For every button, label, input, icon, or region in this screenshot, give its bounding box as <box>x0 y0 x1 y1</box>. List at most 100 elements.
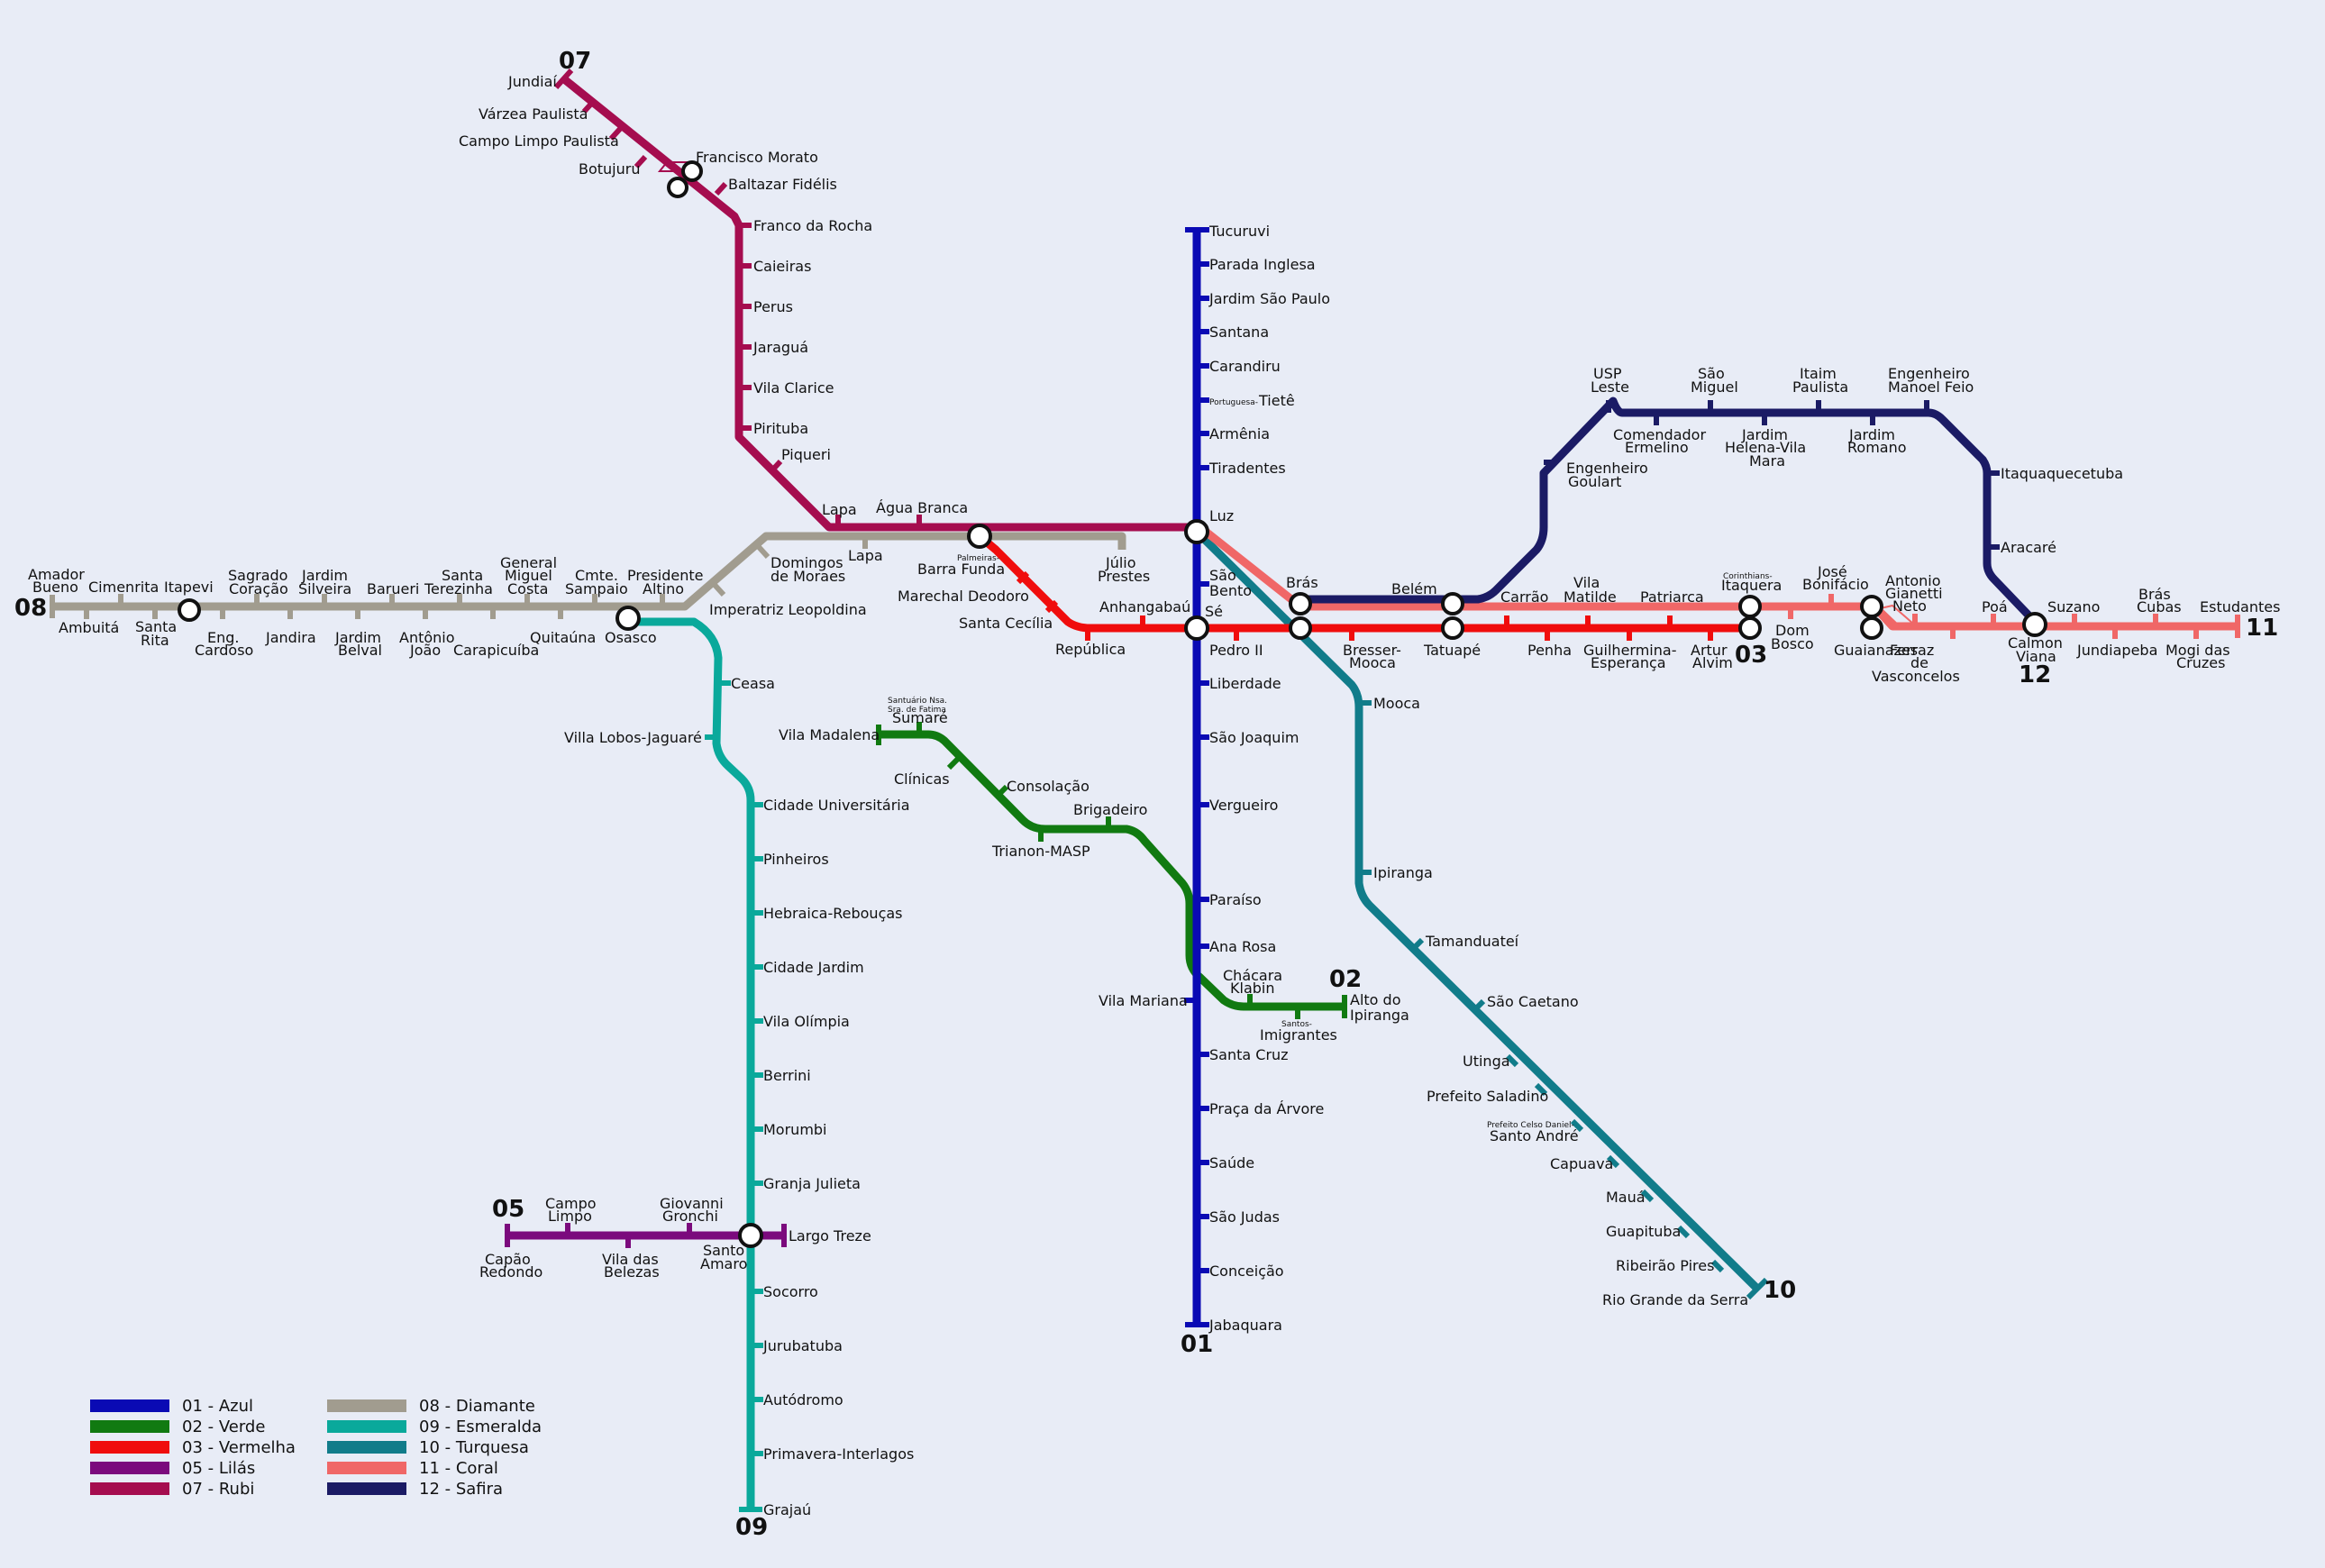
station-label[interactable]: Artur <box>1691 642 1728 659</box>
station-label[interactable]: Botujuru <box>579 160 640 178</box>
station-label[interactable]: Silveira <box>298 580 351 597</box>
station-label[interactable]: Júlio <box>1105 554 1136 571</box>
station-label[interactable]: Santa Cruz <box>1209 1046 1289 1063</box>
station-label[interactable]: Alto do <box>1350 991 1400 1008</box>
station-label[interactable]: Rita <box>141 632 169 649</box>
station-label[interactable]: Paulista <box>1792 378 1848 396</box>
station-label[interactable]: Sampaio <box>565 580 628 597</box>
station-label[interactable]: Santos- <box>1281 1020 1312 1029</box>
station-label[interactable]: Helena-Vila <box>1725 439 1806 456</box>
interchange-francisco-morato[interactable] <box>681 160 703 182</box>
station-label[interactable]: Largo Treze <box>789 1227 871 1244</box>
station-label[interactable]: Campo <box>545 1195 597 1212</box>
interchange-osasco[interactable] <box>615 606 641 631</box>
station-label[interactable]: Lapa <box>848 547 883 564</box>
interchange-guaianazes-bottom[interactable] <box>1860 616 1883 640</box>
station-label[interactable]: República <box>1055 641 1126 658</box>
station-label[interactable]: Itapevi <box>164 579 214 596</box>
station-label[interactable]: Santa <box>442 567 483 584</box>
station-label[interactable]: Tiradentes <box>1208 460 1286 477</box>
station-label[interactable]: Sumaré <box>892 709 948 726</box>
station-label[interactable]: São Joaquim <box>1209 729 1299 746</box>
station-label[interactable]: Penha <box>1527 642 1572 659</box>
station-label[interactable]: Primavera-Interlagos <box>763 1445 914 1463</box>
station-label[interactable]: Goulart <box>1568 473 1621 490</box>
station-label[interactable]: Presidente <box>627 567 703 584</box>
station-label[interactable]: Limpo <box>548 1208 592 1225</box>
station-label[interactable]: Ferraz <box>1890 642 1934 659</box>
station-label[interactable]: Leste <box>1591 378 1629 396</box>
station-label[interactable]: Calmon <box>2008 634 2063 652</box>
station-label[interactable]: Trianon-MASP <box>991 843 1090 860</box>
station-label[interactable]: Patriarca <box>1640 588 1704 606</box>
station-label[interactable]: Jundiaí <box>507 73 557 90</box>
interchange-se[interactable] <box>1184 615 1209 641</box>
station-label[interactable]: Mooca <box>1349 654 1396 671</box>
station-label[interactable]: Bosco <box>1771 635 1814 652</box>
station-label[interactable]: Estudantes <box>2200 598 2280 615</box>
station-label[interactable]: Consolação <box>1007 778 1090 795</box>
station-label[interactable]: Antonio <box>1885 572 1941 589</box>
station-label[interactable]: Baltazar Fidélis <box>728 176 837 193</box>
station-label[interactable]: Cmte. <box>575 567 618 584</box>
station-label[interactable]: Ambuitá <box>59 619 119 636</box>
interchange-bras-bottom[interactable] <box>1289 616 1312 640</box>
station-label[interactable]: Jardim <box>1848 426 1895 443</box>
interchange-itaquera-top[interactable] <box>1738 595 1762 618</box>
station-label[interactable]: Campo Limpo Paulista <box>459 132 619 150</box>
station-label[interactable]: Granja Julieta <box>763 1175 861 1192</box>
station-label[interactable]: Quitaúna <box>530 629 596 646</box>
station-label[interactable]: Grajaú <box>763 1501 811 1518</box>
station-label[interactable]: Jandira <box>265 629 316 646</box>
interchange-luz[interactable] <box>1184 519 1209 544</box>
station-label[interactable]: Sé <box>1205 603 1223 620</box>
station-label[interactable]: Rio Grande da Serra <box>1602 1291 1748 1308</box>
station-label[interactable]: Gianetti <box>1885 585 1943 602</box>
station-label[interactable]: Engenheiro <box>1566 460 1648 477</box>
station-label[interactable]: Vasconcelos <box>1872 668 1960 685</box>
interchange-calmon-viana[interactable] <box>2022 612 2047 637</box>
station-label[interactable]: Santuário Nsa. <box>888 697 947 706</box>
station-label[interactable]: Ipiranga <box>1350 1007 1409 1024</box>
station-label[interactable]: Ana Rosa <box>1209 938 1276 955</box>
interchange-itaquera-bottom[interactable] <box>1738 616 1762 640</box>
station-label[interactable]: Clínicas <box>894 770 950 788</box>
station-label[interactable]: Barueri <box>367 580 419 597</box>
station-label[interactable]: Francisco Morato <box>696 149 818 166</box>
station-label[interactable]: Carandiru <box>1209 358 1281 375</box>
station-label[interactable]: Ribeirão Pires <box>1616 1257 1714 1274</box>
station-label[interactable]: Berrini <box>763 1067 811 1084</box>
station-label[interactable]: Jardim <box>301 567 348 584</box>
station-label[interactable]: Franco da Rocha <box>753 217 872 234</box>
station-label[interactable]: Vila <box>1573 574 1600 591</box>
station-label[interactable]: Cardoso <box>195 642 253 659</box>
station-label[interactable]: USP <box>1593 365 1622 382</box>
station-label[interactable]: Ceasa <box>731 675 775 692</box>
station-label[interactable]: São Judas <box>1209 1208 1280 1226</box>
station-label[interactable]: Itaim <box>1800 365 1837 382</box>
station-label[interactable]: Piqueri <box>781 446 831 463</box>
station-label[interactable]: Morumbi <box>763 1121 827 1138</box>
station-label[interactable]: Antônio <box>399 629 455 646</box>
station-label[interactable]: Belezas <box>604 1263 660 1281</box>
station-label[interactable]: Santa <box>135 618 177 635</box>
station-label[interactable]: Brás <box>2138 586 2171 603</box>
station-label[interactable]: Vila das <box>602 1251 659 1268</box>
station-label[interactable]: Cimenrita <box>88 579 159 596</box>
station-label[interactable]: de Moraes <box>770 568 845 585</box>
station-label[interactable]: Mooca <box>1373 695 1420 712</box>
station-label[interactable]: Engenheiro <box>1888 365 1970 382</box>
station-label[interactable]: Hebraica-Rebouças <box>763 905 903 922</box>
station-label[interactable]: Tietê <box>1258 392 1295 409</box>
station-label[interactable]: Anhangabaú <box>1099 598 1190 615</box>
interchange-tatuape-top[interactable] <box>1441 592 1464 615</box>
station-label[interactable]: Mogi das <box>2165 642 2230 659</box>
station-label[interactable]: Imigrantes <box>1260 1026 1337 1044</box>
station-label[interactable]: Manoel Feio <box>1888 378 1974 396</box>
station-label[interactable]: São <box>1209 567 1236 584</box>
station-label[interactable]: Vila Clarice <box>753 379 834 397</box>
station-label[interactable]: Corinthians- <box>1723 572 1773 581</box>
station-label[interactable]: Perus <box>753 298 793 315</box>
station-label[interactable]: Matilde <box>1564 588 1617 606</box>
station-label[interactable]: Pirituba <box>753 420 808 437</box>
